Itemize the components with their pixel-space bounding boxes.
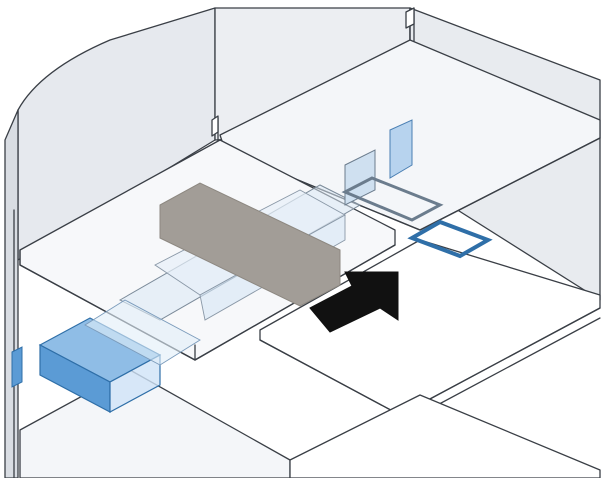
slide-out-arrow-icon [309,271,399,333]
rail-clip-top-left [211,115,219,137]
blue-handle-frame [407,219,493,259]
blue-drawer-side [109,353,161,414]
tray-end-cap-blue [389,119,413,179]
blue-drawer-bracket [11,346,23,388]
white-handle-frame [341,176,444,222]
blue-drawer-translucent-ext [84,299,201,366]
cabinet-left-lower [4,109,19,478]
gray-bar-icon [159,182,341,307]
main-shelf-thickness [19,249,196,361]
bottom-shelf-right [289,394,601,478]
rail-clip-top-right [405,7,415,29]
